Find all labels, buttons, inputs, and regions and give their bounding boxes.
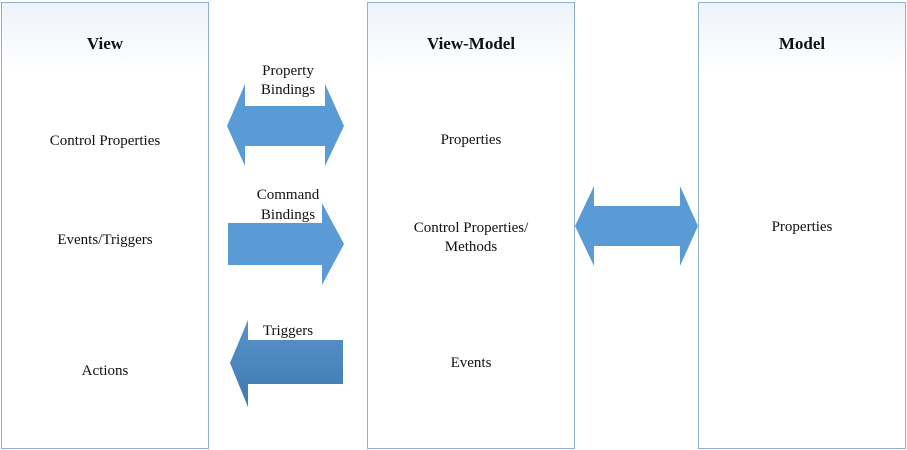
view-model-panel: View-Model Properties Control Properties… [367, 2, 575, 449]
view-panel: View Control Properties Events/Triggers … [1, 2, 209, 449]
view-model-title: View-Model [426, 34, 516, 53]
model-title: Model [778, 34, 826, 53]
model-panel: Model Properties [698, 2, 906, 449]
command-bindings-label-line1: Command [256, 187, 320, 203]
view-model-item-control-properties: Control Properties/ [413, 220, 529, 236]
view-title: View [86, 34, 124, 53]
triggers-label: Triggers [262, 323, 314, 339]
view-item-control-properties: Control Properties [49, 133, 161, 149]
view-model-item-methods: Methods [444, 239, 498, 255]
view-model-item-properties: Properties [440, 132, 502, 148]
vm-model-arrow [575, 186, 698, 266]
view-item-actions: Actions [81, 363, 129, 379]
property-bindings-label-line1: Property [262, 63, 314, 79]
property-bindings-label-line2: Bindings [260, 82, 316, 98]
command-bindings-arrow [228, 203, 344, 285]
triggers-arrow [230, 320, 343, 407]
property-bindings-arrow [227, 84, 344, 166]
command-bindings-label-line2: Bindings [260, 207, 316, 223]
model-item-properties: Properties [771, 219, 833, 235]
view-item-events-triggers: Events/Triggers [57, 232, 153, 248]
view-model-item-events: Events [450, 355, 492, 371]
